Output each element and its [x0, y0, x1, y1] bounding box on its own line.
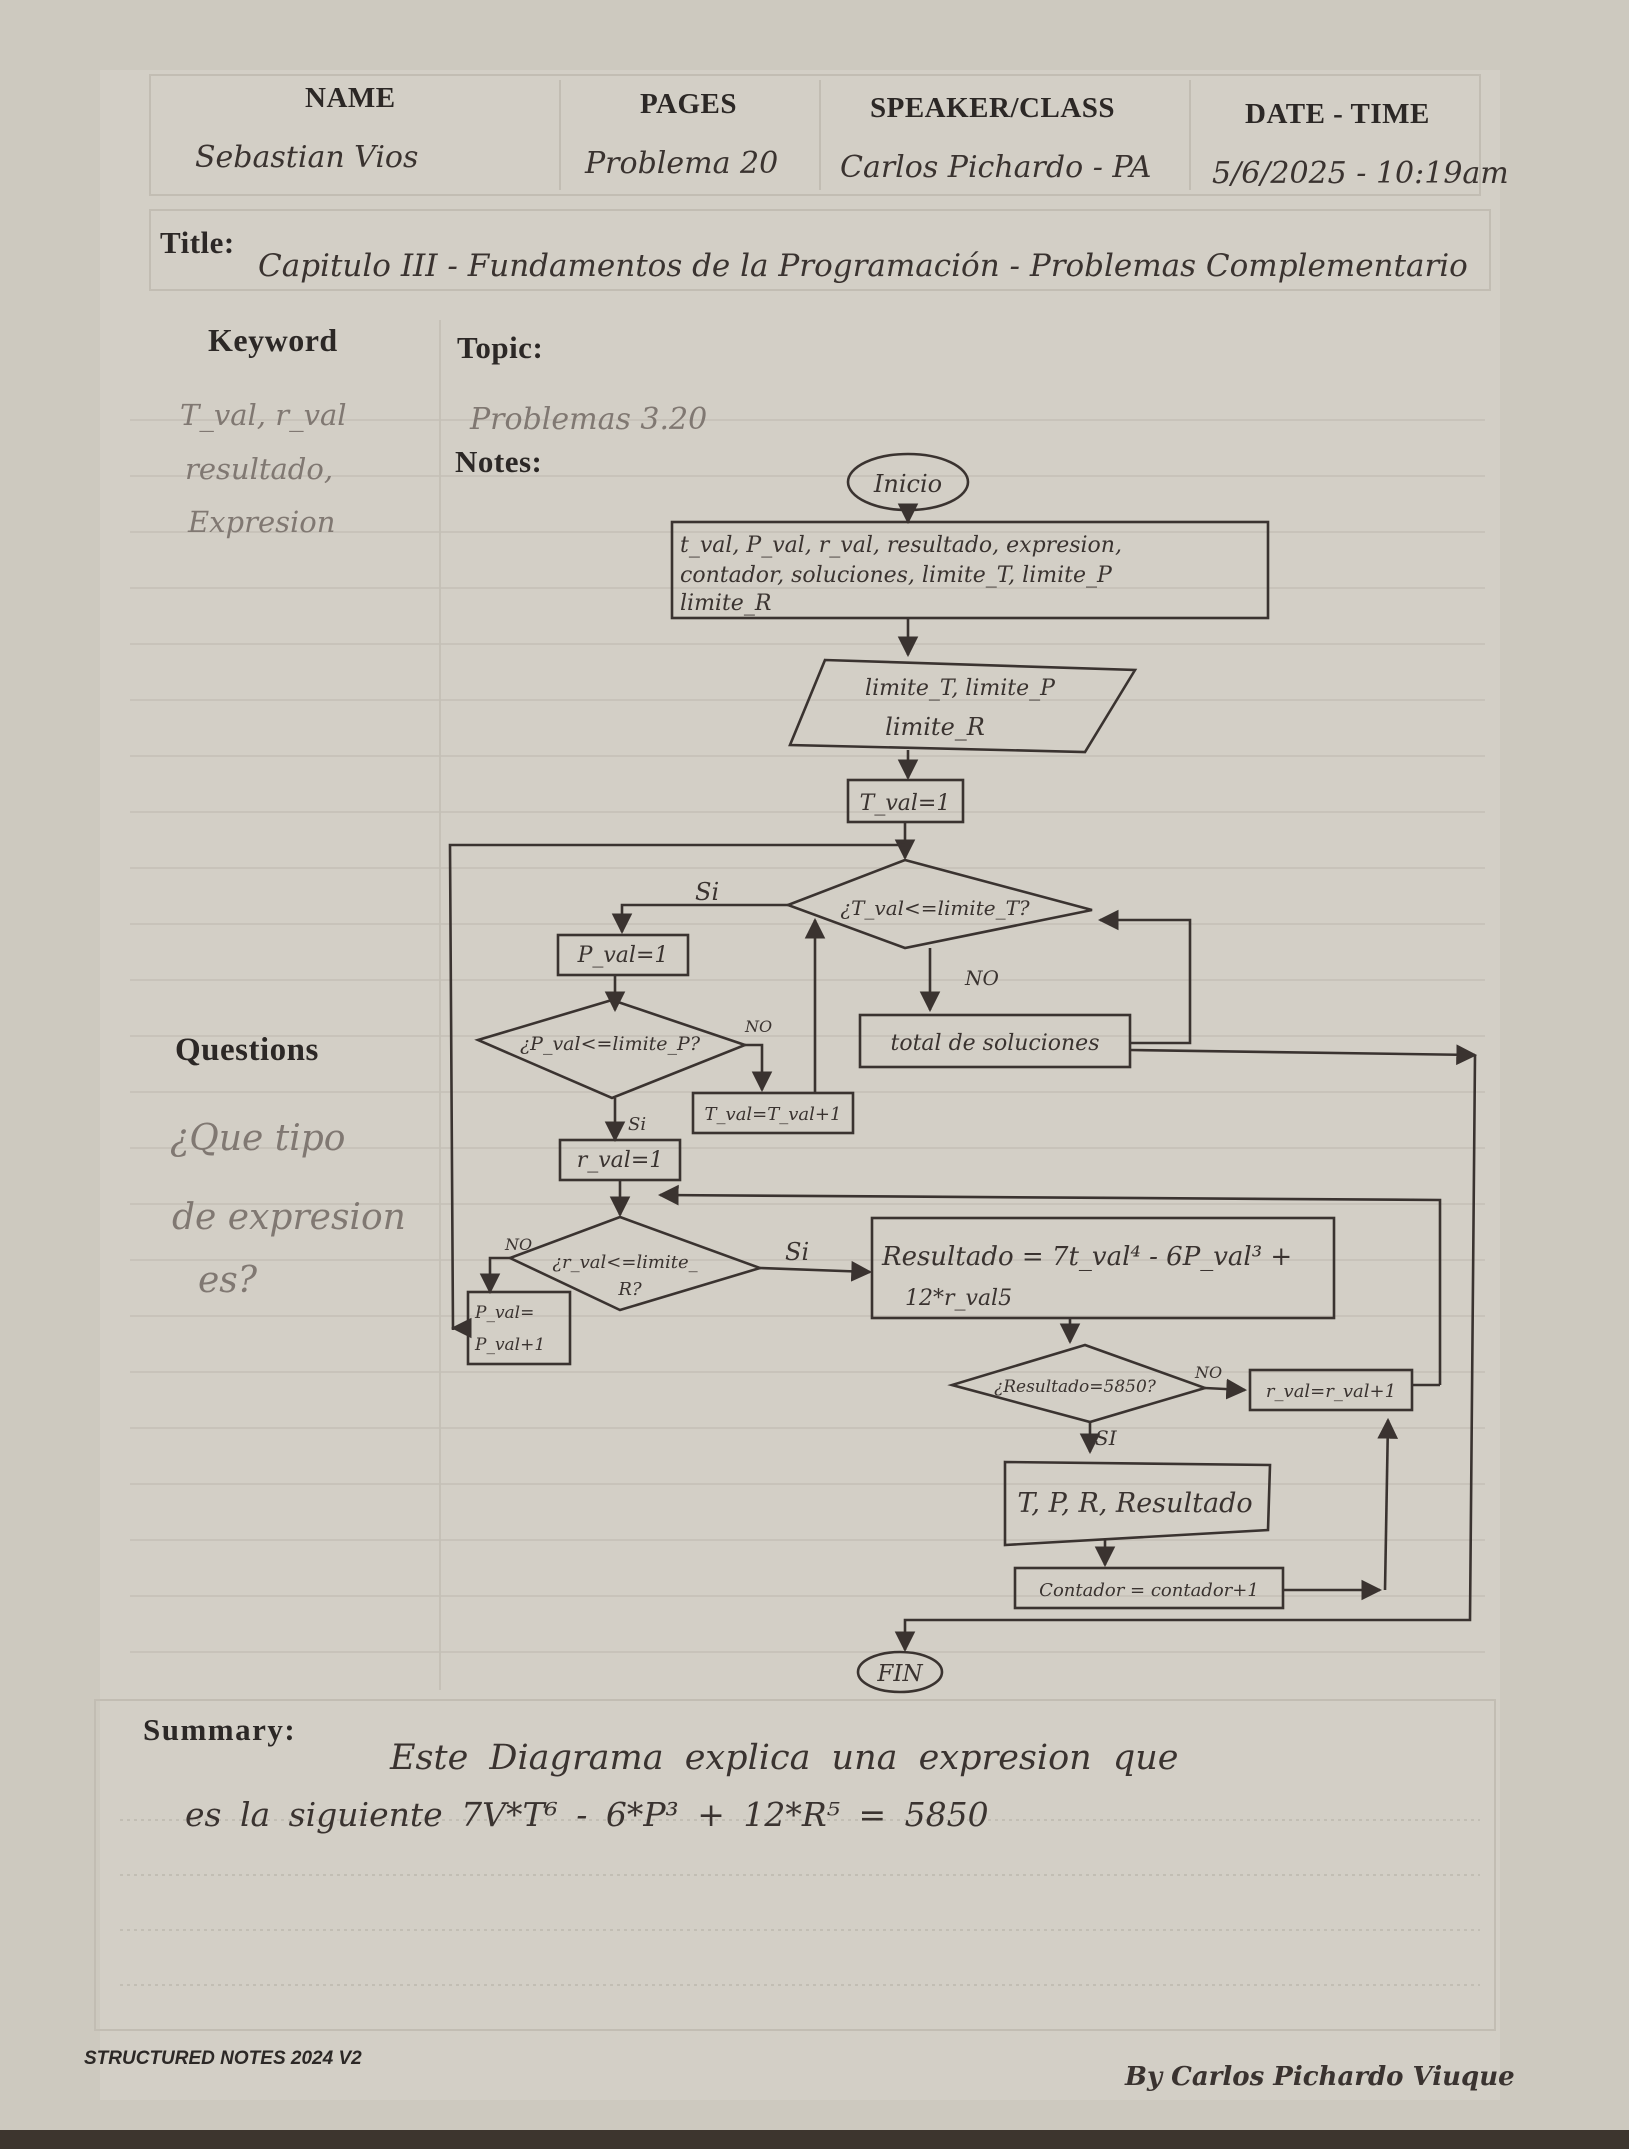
summary-line-2: es la siguiente 7V*T⁶ - 6*P³ + 12*R⁵ = 5… — [185, 1795, 989, 1834]
yes-t-label: Si — [695, 878, 719, 906]
declare-text-2: contador, soluciones, limite_T, limite_P — [680, 563, 1113, 588]
input-text-2: limite_R — [885, 713, 985, 741]
yes-p-label: Si — [628, 1114, 646, 1135]
total-box — [858, 1013, 1132, 1069]
name-value: Sebastian Vios — [195, 140, 419, 175]
inc-r-text: r_val=r_val+1 — [1266, 1381, 1396, 1402]
input-parallelogram — [788, 658, 1138, 754]
init-r-text: r_val=1 — [577, 1148, 664, 1173]
calc-box — [870, 1216, 1336, 1320]
no-r-label: NO — [504, 1235, 532, 1254]
question-2: de expresion — [172, 1197, 406, 1238]
inc-r-box — [1248, 1368, 1414, 1412]
total-text: total de soluciones — [891, 1031, 1100, 1056]
calc-text-1: Resultado = 7t_val⁴ - 6P_val³ + — [881, 1242, 1292, 1272]
end-text: FIN — [876, 1661, 923, 1687]
yes-result-label: SI — [1095, 1426, 1118, 1450]
question-1: ¿Que tipo — [170, 1118, 346, 1159]
cond-p-text: ¿P_val<=limite_P? — [520, 1033, 701, 1055]
cond-p-diamond — [474, 998, 749, 1100]
cond-r-text-1: ¿r_val<=limite_ — [552, 1252, 697, 1273]
pages-value: Problema 20 — [585, 146, 779, 181]
topic-value: Problemas 3.20 — [470, 402, 708, 437]
cond-r-diamond — [506, 1215, 765, 1312]
brand-footer: STRUCTURED NOTES 2024 V2 — [84, 2048, 362, 2069]
no-t-label: NO — [964, 966, 999, 990]
date-label: DATE - TIME — [1245, 98, 1430, 130]
output-box — [1003, 1460, 1272, 1547]
title-value: Capitulo III - Fundamentos de la Program… — [258, 248, 1468, 284]
speaker-value: Carlos Pichardo - PA — [840, 150, 1152, 185]
cond-t-diamond — [784, 858, 1093, 950]
topic-label: Topic: — [457, 330, 544, 365]
init-p-text: P_val=1 — [577, 943, 669, 968]
title-label: Title: — [160, 225, 235, 260]
no-p-label: NO — [744, 1017, 772, 1036]
counter-text: Contador = contador+1 — [1039, 1580, 1259, 1601]
name-label: NAME — [305, 82, 396, 114]
inc-t-box — [691, 1091, 855, 1135]
keyword-label: Keyword — [208, 322, 338, 358]
questions-label: Questions — [175, 1032, 319, 1068]
cond-result-text: ¿Resultado=5850? — [994, 1377, 1157, 1397]
inc-p-text-1: P_val= — [474, 1303, 534, 1323]
yes-r-label: Si — [785, 1238, 809, 1266]
input-text-1: limite_T, limite_P — [865, 676, 1056, 701]
keyword-3: Expresion — [188, 505, 336, 539]
declare-box — [670, 520, 1270, 620]
init-t-text: T_val=1 — [860, 791, 951, 816]
counter-box — [1013, 1566, 1285, 1610]
calc-text-2: 12*r_val5 — [905, 1286, 1012, 1311]
cond-r-text-2: R? — [617, 1279, 642, 1300]
question-3: es? — [198, 1260, 258, 1301]
author-footer: By Carlos Pichardo Viuque — [1125, 2062, 1515, 2092]
keyword-1: T_val, r_val — [180, 398, 347, 432]
speaker-label: SPEAKER/CLASS — [870, 92, 1116, 124]
declare-text-3: limite_R — [680, 591, 771, 616]
keyword-2: resultado, — [185, 452, 334, 486]
cond-t-text: ¿T_val<=limite_T? — [840, 896, 1030, 920]
summary-line-1: Este Diagrama explica una expresion que — [390, 1738, 1179, 1778]
pages-label: PAGES — [640, 88, 738, 120]
end-terminal — [856, 1650, 944, 1694]
start-text: Inicio — [873, 470, 942, 498]
output-text: T, P, R, Resultado — [1017, 1488, 1252, 1519]
date-value: 5/6/2025 - 10:19am — [1212, 156, 1509, 191]
declare-text-1: t_val, P_val, r_val, resultado, expresio… — [680, 533, 1122, 558]
notes-label: Notes: — [455, 444, 543, 479]
no-result-label: NO — [1194, 1363, 1222, 1382]
init-p-box — [556, 933, 690, 977]
summary-label: Summary: — [143, 1712, 297, 1747]
inc-p-text-2: P_val+1 — [474, 1335, 545, 1355]
inc-t-text: T_val=T_val+1 — [705, 1104, 842, 1125]
